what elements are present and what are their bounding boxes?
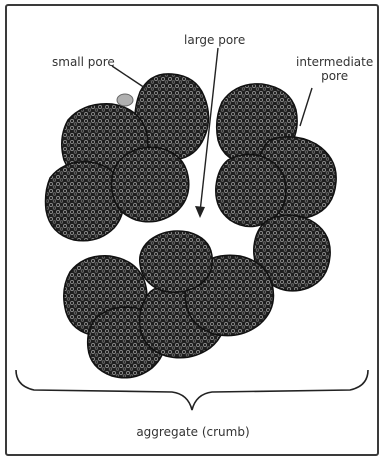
small-pore-leader: [112, 66, 145, 88]
intermediate-pore-label-line2: pore: [296, 69, 373, 83]
crumb-center-left: [112, 147, 189, 222]
crumb-clusters: [46, 74, 337, 378]
aggregate-label: aggregate (crumb): [0, 425, 386, 439]
intermediate-pore-leader: [300, 88, 312, 126]
intermediate-pore-label: intermediate pore: [296, 55, 373, 83]
arrow-icon: [195, 206, 205, 218]
crumb-mid-lower: [140, 231, 213, 292]
large-pore-label: large pore: [184, 33, 245, 47]
intermediate-pore-label-line1: intermediate: [296, 55, 373, 69]
small-pore-label: small pore: [52, 55, 115, 69]
curly-brace-icon: [16, 370, 368, 410]
crumb-center-right: [216, 154, 286, 226]
crumb-left-middle: [46, 162, 124, 241]
small-particle-icon: [117, 94, 133, 106]
